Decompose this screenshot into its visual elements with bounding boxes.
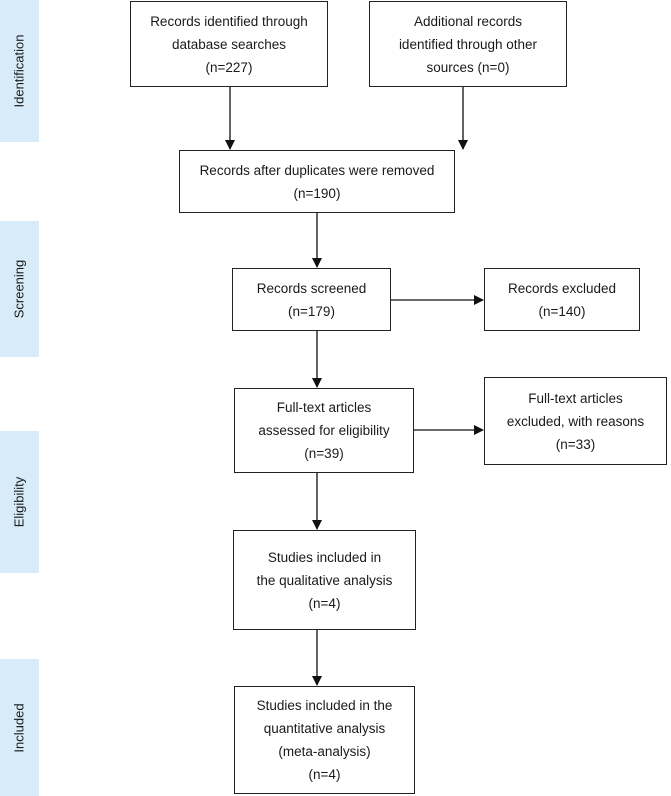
box-other-sources: Additional records identified through ot… xyxy=(369,1,567,87)
box-records-excluded: Records excluded (n=140) xyxy=(484,268,640,331)
box-line: (n=179) xyxy=(288,303,335,319)
box-after-duplicates: Records after duplicates were removed (n… xyxy=(179,150,455,213)
box-fulltext-assessed: Full-text articles assessed for eligibil… xyxy=(234,388,414,473)
box-line: (n=4) xyxy=(308,595,341,611)
box-line: Studies included in the xyxy=(256,698,393,713)
box-database-searches: Records identified through database sear… xyxy=(130,1,328,87)
box-line: the qualitative analysis xyxy=(256,572,393,588)
box-line: (n=140) xyxy=(538,303,586,319)
box-qualitative-analysis: Studies included in the qualitative anal… xyxy=(233,530,416,630)
box-line: assessed for eligibility xyxy=(258,423,390,438)
box-line: (n=190) xyxy=(293,185,341,201)
stage-band-screening: Screening xyxy=(0,221,39,357)
box-line: Records after duplicates were removed xyxy=(199,162,435,178)
box-line: (n=33) xyxy=(555,436,596,452)
box-line: Full-text articles xyxy=(276,400,372,415)
box-line: sources (n=0) xyxy=(426,59,510,75)
box-quantitative-analysis: Studies included in the quantitative ana… xyxy=(234,686,415,794)
stage-label-screening: Screening xyxy=(11,259,27,319)
stage-band-included: Included xyxy=(0,659,39,796)
box-line: (n=4) xyxy=(308,767,341,782)
stage-band-identification: Identification xyxy=(0,0,39,142)
box-line: identified through other xyxy=(398,36,538,52)
box-line: quantitative analysis xyxy=(263,721,386,736)
stage-label-eligibility: Eligibility xyxy=(11,476,27,528)
box-records-screened: Records screened (n=179) xyxy=(232,268,391,331)
box-line: database searches xyxy=(171,36,287,52)
box-line: Additional records xyxy=(413,13,523,29)
box-line: (n=227) xyxy=(205,59,253,75)
stage-label-included: Included xyxy=(11,702,27,753)
box-line: Studies included in xyxy=(267,549,382,565)
box-line: Records identified through xyxy=(150,13,308,29)
stage-label-identification: Identification xyxy=(11,34,27,108)
box-line: Records screened xyxy=(256,280,367,296)
box-line: (n=39) xyxy=(304,446,344,461)
box-line: (meta-analysis) xyxy=(278,744,371,759)
box-line: excluded, with reasons xyxy=(506,413,645,429)
box-fulltext-excluded: Full-text articles excluded, with reason… xyxy=(484,377,667,465)
stage-band-eligibility: Eligibility xyxy=(0,431,39,573)
box-line: Records excluded xyxy=(507,280,617,296)
box-line: Full-text articles xyxy=(528,390,623,406)
